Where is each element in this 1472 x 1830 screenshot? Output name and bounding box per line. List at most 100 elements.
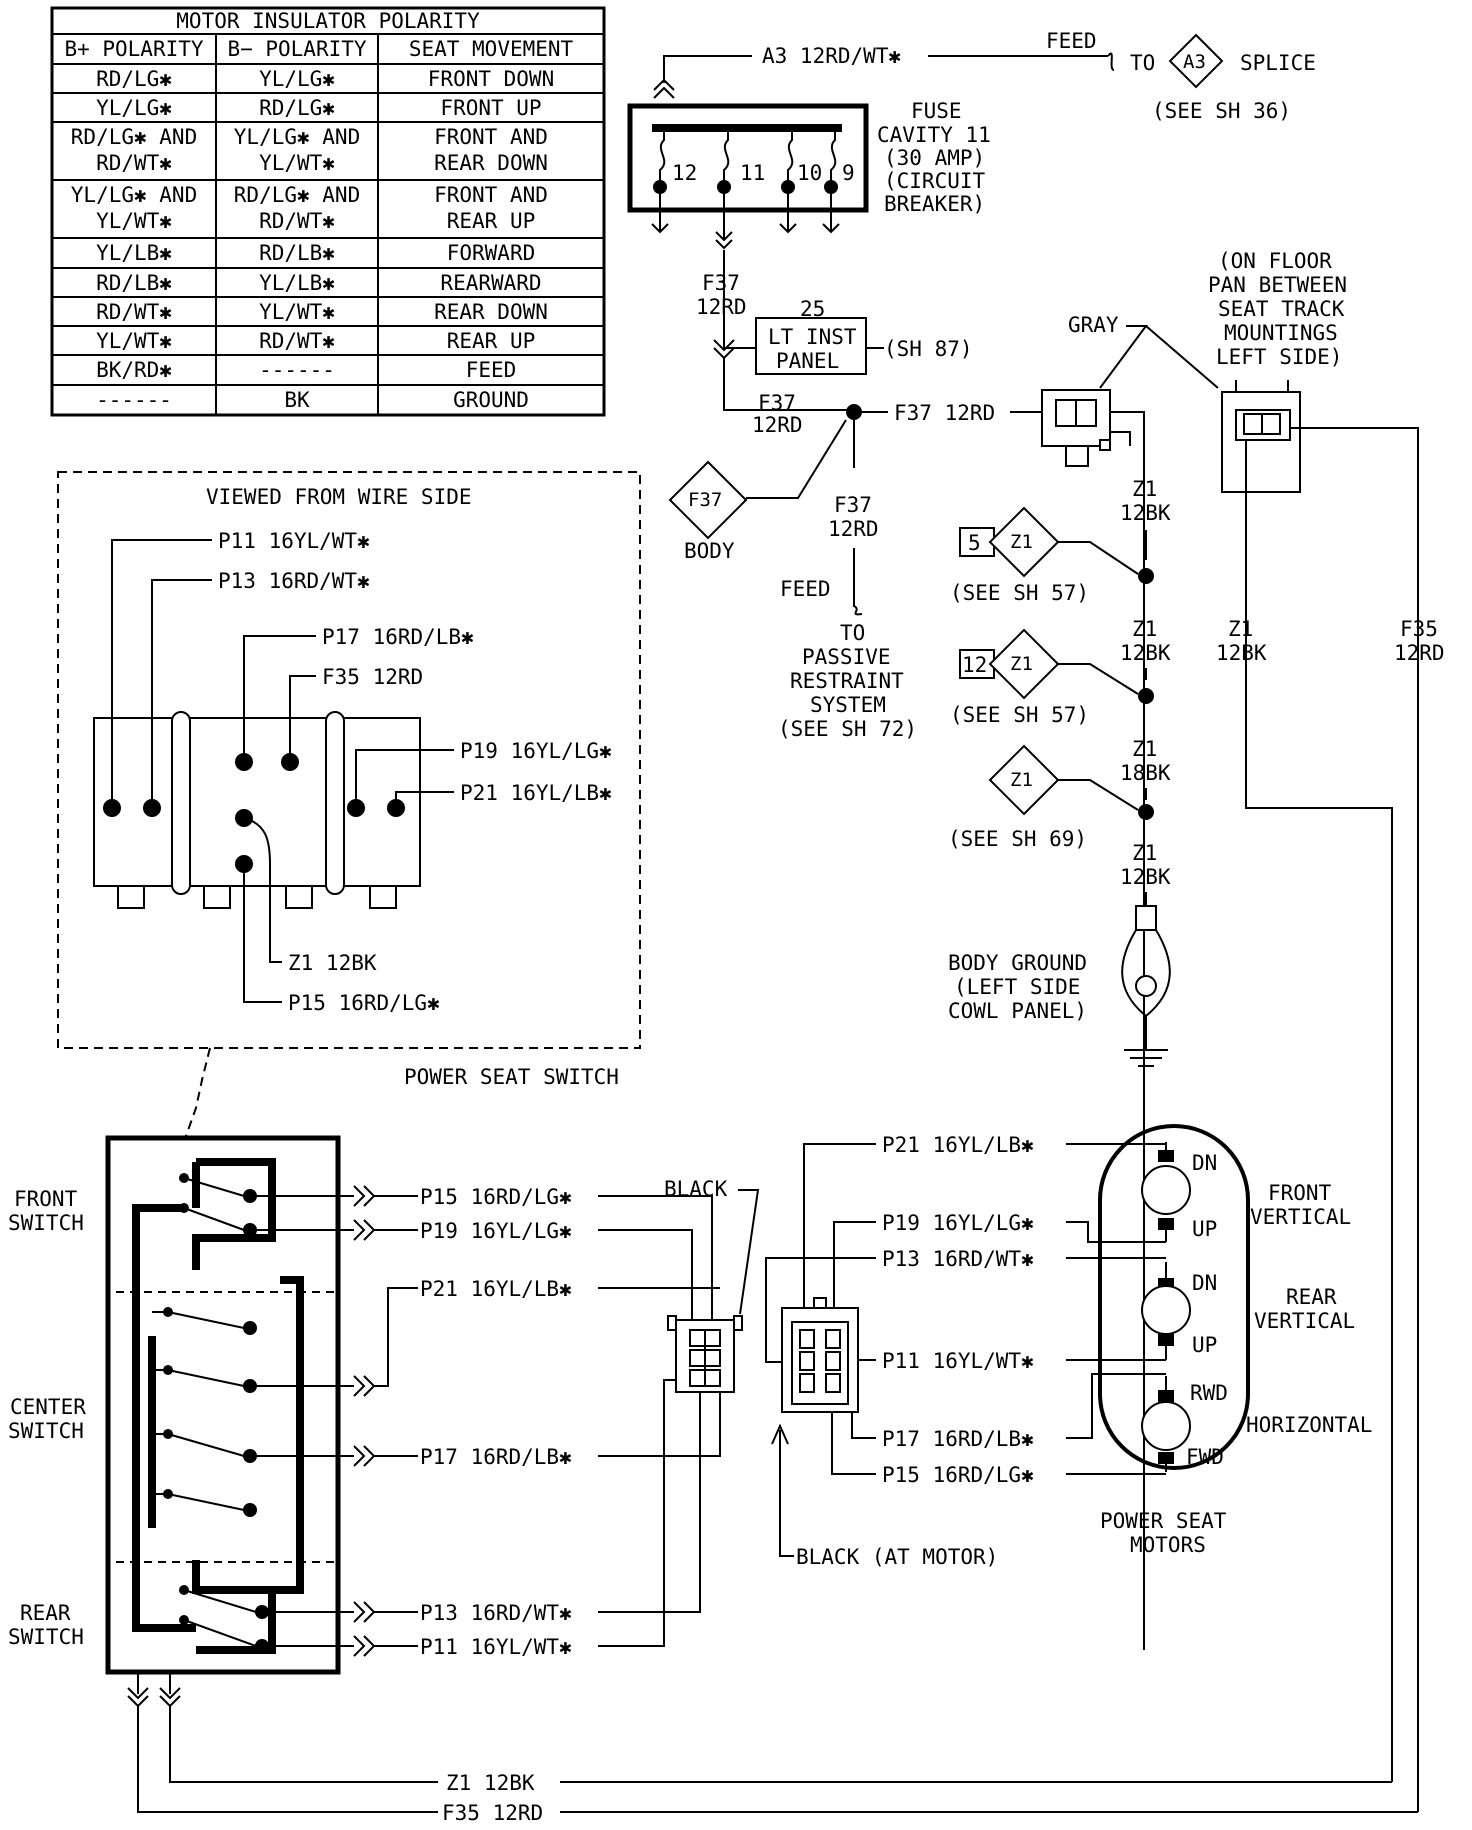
svg-text:P21 16YL/LB✱: P21 16YL/LB✱ <box>882 1133 1034 1157</box>
lt-inst-panel-box <box>755 317 867 375</box>
svg-text:SYSTEM: SYSTEM <box>810 693 886 717</box>
right-z1-label: Z1 12BK <box>1216 617 1267 665</box>
body-f37-diamond <box>668 460 748 540</box>
viewed-from-wire-side: VIEWED FROM WIRE SIDE <box>206 485 472 509</box>
table-cell: RD/LB✱ <box>259 241 335 265</box>
fuse-pin-12: 12 <box>672 161 697 185</box>
body-ground-label: BODY GROUND (LEFT SIDE COWL PANEL) <box>948 951 1087 1023</box>
svg-text:(SEE SH 57): (SEE SH 57) <box>950 703 1089 727</box>
svg-text:12BK: 12BK <box>1216 641 1267 665</box>
table-cell: RD/LG✱ AND <box>71 125 197 149</box>
passive-restraint-text: TO PASSIVE RESTRAINT SYSTEM (SEE SH 72) <box>778 621 917 741</box>
body-label: BODY <box>684 539 735 563</box>
svg-text:12RD: 12RD <box>752 413 803 437</box>
table-cell: BK/RD✱ <box>96 358 172 382</box>
ground-terminal <box>1121 905 1171 1067</box>
switch-schematic-box <box>105 1135 341 1675</box>
svg-text:P19 16YL/LG✱: P19 16YL/LG✱ <box>420 1219 572 1243</box>
svg-text:(ON FLOOR: (ON FLOOR <box>1218 249 1332 273</box>
switch-section-labels: FRONT SWITCH CENTER SWITCH REAR SWITCH <box>8 1187 86 1649</box>
svg-text:P11 16YL/WT✱: P11 16YL/WT✱ <box>218 529 370 553</box>
svg-text:P11 16YL/WT✱: P11 16YL/WT✱ <box>882 1349 1034 1373</box>
svg-text:TO: TO <box>840 621 865 645</box>
svg-text:SWITCH: SWITCH <box>8 1211 84 1235</box>
svg-text:P17 16RD/LB✱: P17 16RD/LB✱ <box>420 1445 572 1469</box>
fuse-cavity-text: FUSE CAVITY 11 (30 AMP) (CIRCUIT BREAKER… <box>877 99 991 216</box>
table-cell: RD/WT✱ <box>259 209 335 233</box>
table-cell: RD/LG✱ <box>259 96 335 120</box>
svg-text:Z1: Z1 <box>1228 617 1253 641</box>
table-cell: FRONT DOWN <box>428 67 554 91</box>
z1-labels: Z1 12BK Z1 12BK Z1 18BK Z1 12BK <box>1120 477 1171 889</box>
table-cell: YL/LG✱ <box>259 67 335 91</box>
table-cell: FEED <box>466 358 517 382</box>
table-cell: YL/WT✱ <box>259 151 335 175</box>
svg-text:SWITCH: SWITCH <box>8 1419 84 1443</box>
bottom-z1-label: Z1 12BK <box>446 1771 535 1795</box>
svg-text:RWD: RWD <box>1190 1381 1228 1405</box>
f37-label-a: F37 <box>702 271 740 295</box>
switch-wire-side-view: VIEWED FROM WIRE SIDE POWER SEAT SWITCH … <box>57 471 641 1137</box>
z1-splice-diamond-2 <box>988 628 1060 700</box>
svg-text:P15 16RD/LG✱: P15 16RD/LG✱ <box>882 1463 1034 1487</box>
gray-label: GRAY <box>1068 313 1119 337</box>
svg-text:F35: F35 <box>1400 617 1438 641</box>
z1-splice-diamond-1 <box>988 506 1060 578</box>
see-sh-36: (SEE SH 36) <box>1152 99 1291 123</box>
fuse-pin-links <box>659 128 837 185</box>
table-cell: FRONT AND <box>434 125 548 149</box>
svg-text:F37: F37 <box>758 391 796 415</box>
svg-text:FUSE: FUSE <box>911 99 962 123</box>
svg-text:P21 16YL/LB✱: P21 16YL/LB✱ <box>420 1277 572 1301</box>
svg-text:12RD: 12RD <box>1394 641 1445 665</box>
svg-text:Z1: Z1 <box>1010 769 1033 791</box>
table-cell: REAR DOWN <box>434 300 548 324</box>
table-cell: FRONT AND <box>434 183 548 207</box>
svg-text:LT INST: LT INST <box>768 325 857 349</box>
table-header: SEAT MOVEMENT <box>409 37 574 61</box>
fuse-pin-10: 10 <box>797 161 822 185</box>
svg-text:Z1: Z1 <box>1132 477 1157 501</box>
table-cell: ------ <box>259 358 335 382</box>
svg-text:12: 12 <box>962 653 987 677</box>
table-cell: YL/LB✱ <box>96 241 172 265</box>
svg-text:PAN BETWEEN: PAN BETWEEN <box>1208 273 1347 297</box>
svg-text:REAR: REAR <box>20 1601 71 1625</box>
svg-text:(LEFT SIDE: (LEFT SIDE <box>954 975 1080 999</box>
svg-text:P13 16RD/WT✱: P13 16RD/WT✱ <box>420 1601 572 1625</box>
right-f35-label: F35 12RD <box>1394 617 1445 665</box>
table-cell: ------ <box>96 388 172 412</box>
table-header: B+ POLARITY <box>64 37 203 61</box>
svg-text:Z1: Z1 <box>1132 841 1157 865</box>
fuse-block: A3 12RD/WT✱ FEED TO A3 SPLICE (SEE SH 36… <box>627 29 1316 250</box>
svg-text:MOUNTINGS: MOUNTINGS <box>1224 321 1338 345</box>
svg-text:CENTER: CENTER <box>10 1395 86 1419</box>
svg-text:12BK: 12BK <box>1120 501 1171 525</box>
svg-text:F35 12RD: F35 12RD <box>322 665 423 689</box>
svg-text:DN: DN <box>1192 1271 1217 1295</box>
table-cell: RD/LG✱ AND <box>234 183 360 207</box>
bottom-f35-label: F35 12RD <box>442 1801 543 1825</box>
svg-text:P17 16RD/LB✱: P17 16RD/LB✱ <box>322 625 474 649</box>
power-seat-motors-caption: POWER SEAT <box>1100 1509 1227 1533</box>
floor-pan-connector <box>1221 391 1301 493</box>
f37-splice-wire: F37 12RD <box>894 401 995 425</box>
table-title: MOTOR INSULATOR POLARITY <box>176 9 480 33</box>
svg-text:P21 16YL/LB✱: P21 16YL/LB✱ <box>460 781 612 805</box>
svg-text:Z1: Z1 <box>1132 617 1157 641</box>
svg-text:(30 AMP): (30 AMP) <box>884 146 985 170</box>
svg-text:P19 16YL/LG✱: P19 16YL/LG✱ <box>460 739 612 763</box>
svg-text:UP: UP <box>1192 1217 1217 1241</box>
svg-text:Z1: Z1 <box>1010 653 1033 675</box>
svg-text:VERTICAL: VERTICAL <box>1254 1309 1355 1333</box>
splice-a3-diamond <box>1168 33 1224 89</box>
svg-text:Z1 12BK: Z1 12BK <box>288 951 377 975</box>
svg-text:HORIZONTAL: HORIZONTAL <box>1246 1413 1372 1437</box>
table-cell: YL/WT✱ <box>259 300 335 324</box>
fuse-cavity-box <box>627 103 869 213</box>
power-seat-switch-caption: POWER SEAT SWITCH <box>404 1065 619 1089</box>
fuse-pin-11: 11 <box>740 161 765 185</box>
to-label: TO <box>1130 51 1155 75</box>
inst-panel-section: F37 12RD 25 LT INST PANEL (SH 87) F37 12… <box>668 250 1040 741</box>
